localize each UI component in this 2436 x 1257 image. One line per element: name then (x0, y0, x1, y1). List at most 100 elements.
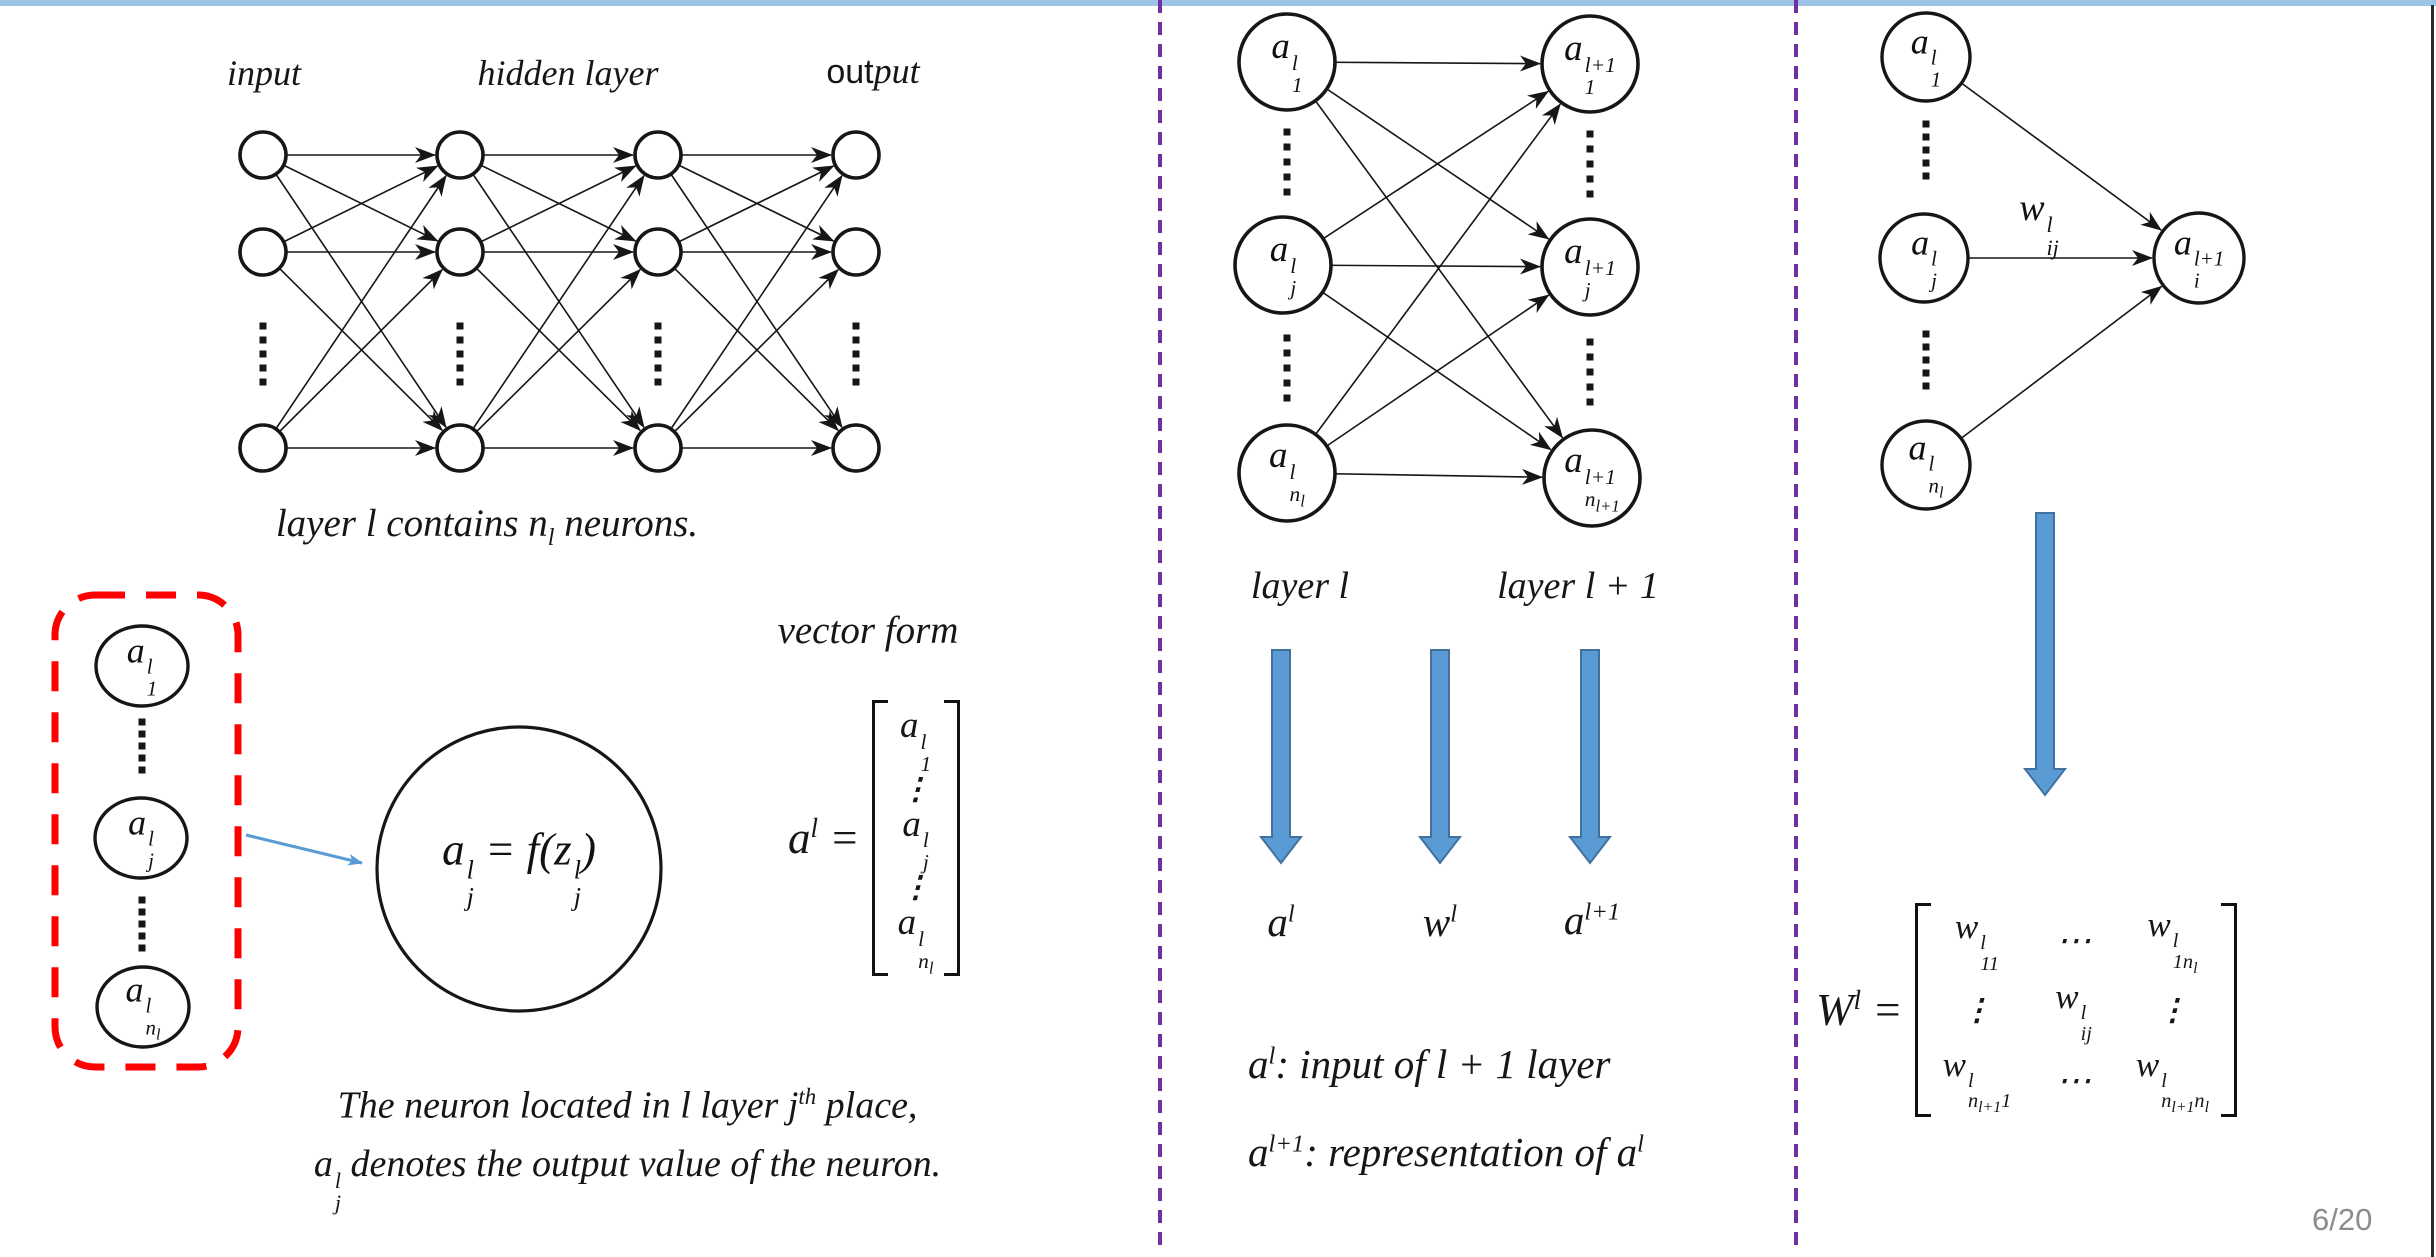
connection-line (262, 154, 447, 429)
ellipsis-dot (138, 742, 146, 750)
neuron-node (238, 130, 288, 180)
matrix-cell: ⋯ (2056, 1060, 2092, 1100)
connection-line (657, 251, 839, 432)
neuron-node (831, 227, 881, 277)
ellipsis-dot (1283, 334, 1291, 342)
left-bracket (871, 700, 888, 976)
neuron-node (1237, 423, 1337, 523)
section-divider-right (1794, 0, 1798, 1246)
hidden-layer-label: hidden layer (477, 53, 659, 93)
neuron-node (238, 227, 288, 277)
neuron-node (1540, 14, 1640, 114)
section-divider-left (1158, 0, 1162, 1246)
layer-caption: layer l contains nl neurons. (275, 502, 699, 551)
ellipsis-dot (654, 378, 662, 386)
ellipsis-dot (259, 378, 267, 386)
ellipsis-dot (138, 944, 146, 952)
ellipsis-dot (1586, 398, 1594, 406)
neuron-note: The neuron located in l layer jth place,… (240, 1068, 1015, 1215)
ellipsis-dot (456, 378, 464, 386)
connection-line (1282, 264, 1552, 451)
connection-line (1925, 285, 2163, 466)
ellipsis-dot (1922, 356, 1930, 364)
flow-arrow (2022, 512, 2068, 797)
connection-line (262, 251, 443, 432)
neuron-node (1880, 419, 1972, 511)
connection-line (657, 165, 835, 253)
ellipsis-dot (654, 350, 662, 358)
output-label-part1: out (826, 53, 874, 91)
ellipsis-dot (1922, 146, 1930, 154)
ellipsis-dot (1586, 338, 1594, 346)
ellipsis-dot (1586, 368, 1594, 376)
ellipsis-dot (1283, 128, 1291, 136)
connection-line (262, 165, 439, 253)
ellipsis-dot (1586, 383, 1594, 391)
connection-line (459, 154, 645, 429)
neuron-node (1233, 215, 1333, 315)
connection-line (1925, 56, 2162, 231)
neuron-node (2152, 211, 2246, 305)
ellipsis-dot (654, 336, 662, 344)
ellipsis-dot (1922, 159, 1930, 167)
ellipsis-dot (1586, 175, 1594, 183)
neuron-node (831, 423, 881, 473)
ellipsis-dot (138, 718, 146, 726)
ellipsis-dot (1283, 188, 1291, 196)
arrow-label-a: al (1267, 899, 1295, 945)
neuron-node (435, 423, 485, 473)
matrix-cell: ⋮ (2157, 994, 2188, 1028)
middle-layer-l-label: layer l (1250, 565, 1350, 607)
neuron-node (435, 130, 485, 180)
ellipsis-dot (138, 908, 146, 916)
ellipsis-dot (1586, 160, 1594, 168)
ellipsis-dot (852, 336, 860, 344)
ellipsis-dot (1922, 172, 1930, 180)
right-bracket (2220, 903, 2237, 1117)
matrix-lhs: Wl = (1816, 985, 1903, 1035)
connection-line (1286, 294, 1550, 474)
ellipsis-dot (1922, 120, 1930, 128)
ellipsis-dot (852, 364, 860, 372)
neuron-node (633, 423, 683, 473)
connection-line (1286, 61, 1550, 240)
connection-line (262, 174, 447, 449)
ellipsis-dot (259, 322, 267, 330)
neuron-node (633, 227, 683, 277)
matrix-cell: ⋮ (1961, 994, 1992, 1028)
flow-arrow (1417, 649, 1463, 865)
pointer-arrow (245, 833, 363, 866)
window-edge (2431, 5, 2434, 1257)
flow-arrow (1258, 649, 1304, 865)
ellipsis-dot (138, 932, 146, 940)
ellipsis-dot (138, 766, 146, 774)
connection-line (657, 174, 843, 449)
vertical-ellipsis: ⋮ (900, 772, 931, 806)
ellipsis-dot (1283, 364, 1291, 372)
ellipsis-dot (456, 364, 464, 372)
connection-line (459, 174, 645, 449)
vector-lhs: al = (788, 813, 860, 863)
neuron-node (238, 423, 288, 473)
ellipsis-dot (259, 336, 267, 344)
neuron-node (94, 624, 190, 708)
ellipsis-dot (1922, 133, 1930, 141)
connection-line (1286, 61, 1564, 439)
output-layer-label: output (826, 50, 919, 92)
left-bracket (1914, 903, 1931, 1117)
ellipsis-dot (1922, 343, 1930, 351)
ellipsis-dot (1922, 382, 1930, 390)
neuron-node (1542, 428, 1642, 528)
ellipsis-dot (1586, 190, 1594, 198)
ellipsis-dot (852, 322, 860, 330)
